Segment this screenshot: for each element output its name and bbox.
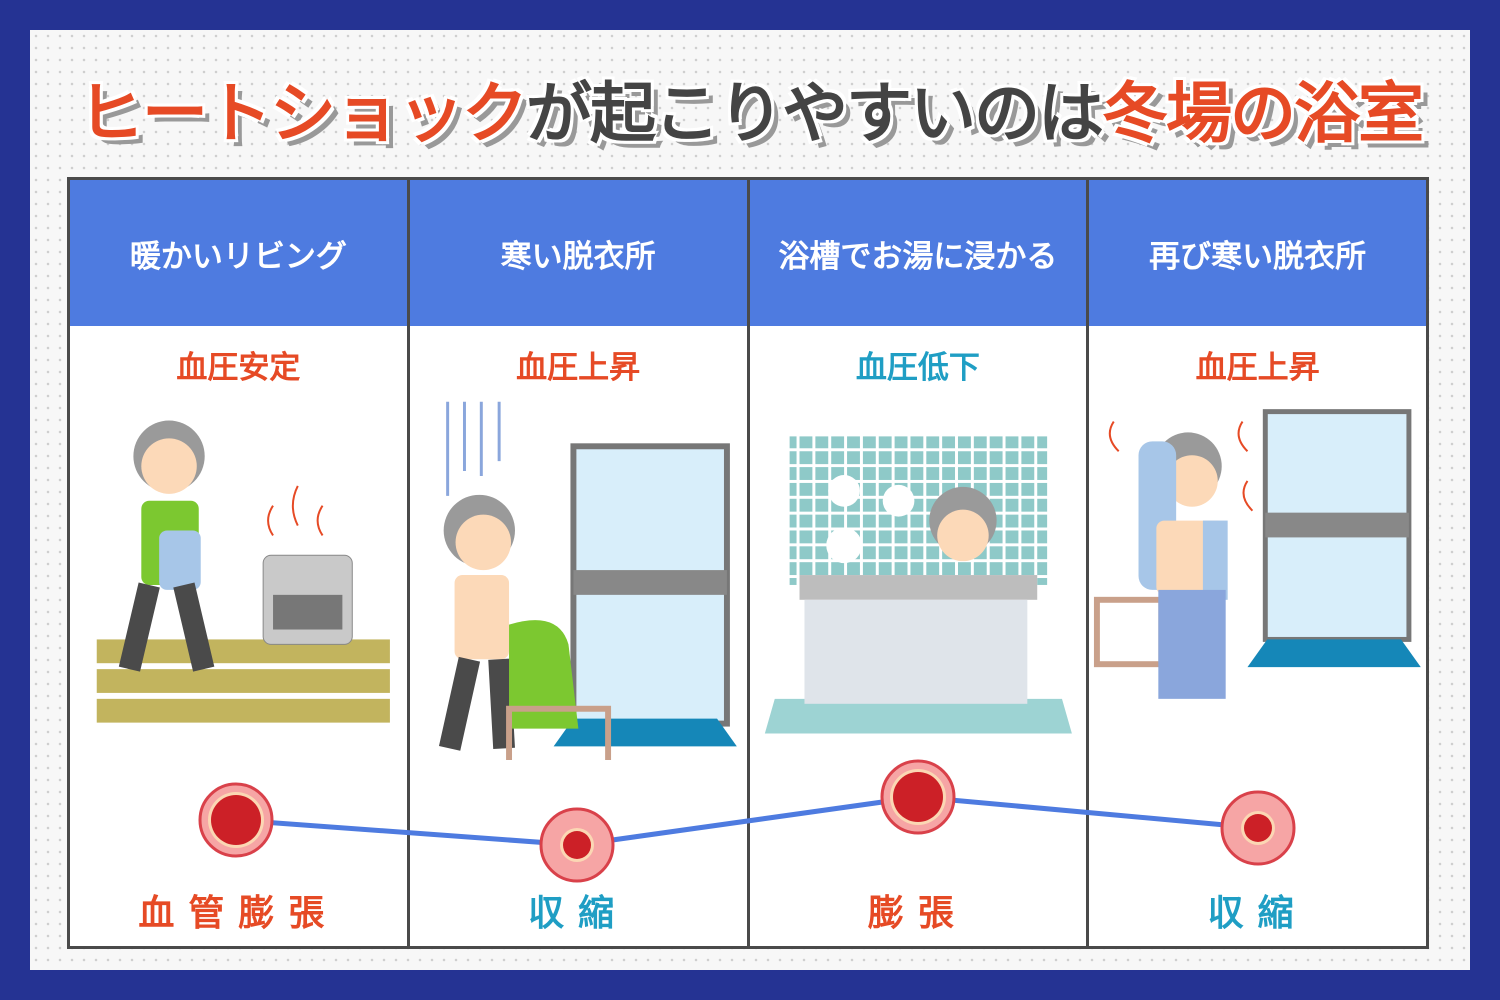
dressing-room-illustration (438, 401, 737, 760)
vessel-state-label: 膨張 (867, 893, 968, 934)
page-title: ヒートショックが起こりやすいのは冬場の浴室 (0, 60, 1500, 156)
blood-pressure-label: 血圧低下 (855, 350, 980, 386)
bathtub-illustration (764, 436, 1072, 734)
column-cold-dressing-room-again: 再び寒い脱衣所 血圧上昇 収縮 (1089, 180, 1426, 946)
column-header: 再び寒い脱衣所 (1089, 180, 1426, 326)
title-middle: が起こりやすいのは (526, 75, 1104, 152)
vessel-state-label: 収縮 (528, 893, 629, 934)
title-highlight-1: ヒートショック (78, 75, 528, 152)
vessel-state-label: 血管膨張 (138, 893, 339, 934)
column-header: 浴槽でお湯に浸かる (749, 180, 1087, 326)
column-cold-dressing-room: 寒い脱衣所 血圧上昇 収縮 (409, 180, 750, 946)
living-room-illustration (96, 420, 390, 723)
title-highlight-2: 冬場の浴室 (1102, 75, 1424, 152)
column-living: 暖かいリビング 血圧安定 血管膨張 (70, 180, 410, 946)
column-bathtub: 浴槽でお湯に浸かる 血圧低下 膨張 (749, 180, 1090, 946)
blood-pressure-label: 血圧安定 (176, 350, 301, 386)
dressing-room-again-illustration (1094, 409, 1422, 699)
vessel-state-label: 収縮 (1207, 893, 1308, 934)
comparison-table: 暖かいリビング 血圧安定 血管膨張 寒い脱衣所 血圧上昇 収縮 浴槽でお湯に浸か… (67, 177, 1429, 949)
blood-pressure-label: 血圧上昇 (1195, 350, 1320, 386)
column-header: 暖かいリビング (70, 180, 407, 326)
blood-pressure-label: 血圧上昇 (516, 350, 641, 386)
column-header: 寒い脱衣所 (409, 180, 747, 326)
